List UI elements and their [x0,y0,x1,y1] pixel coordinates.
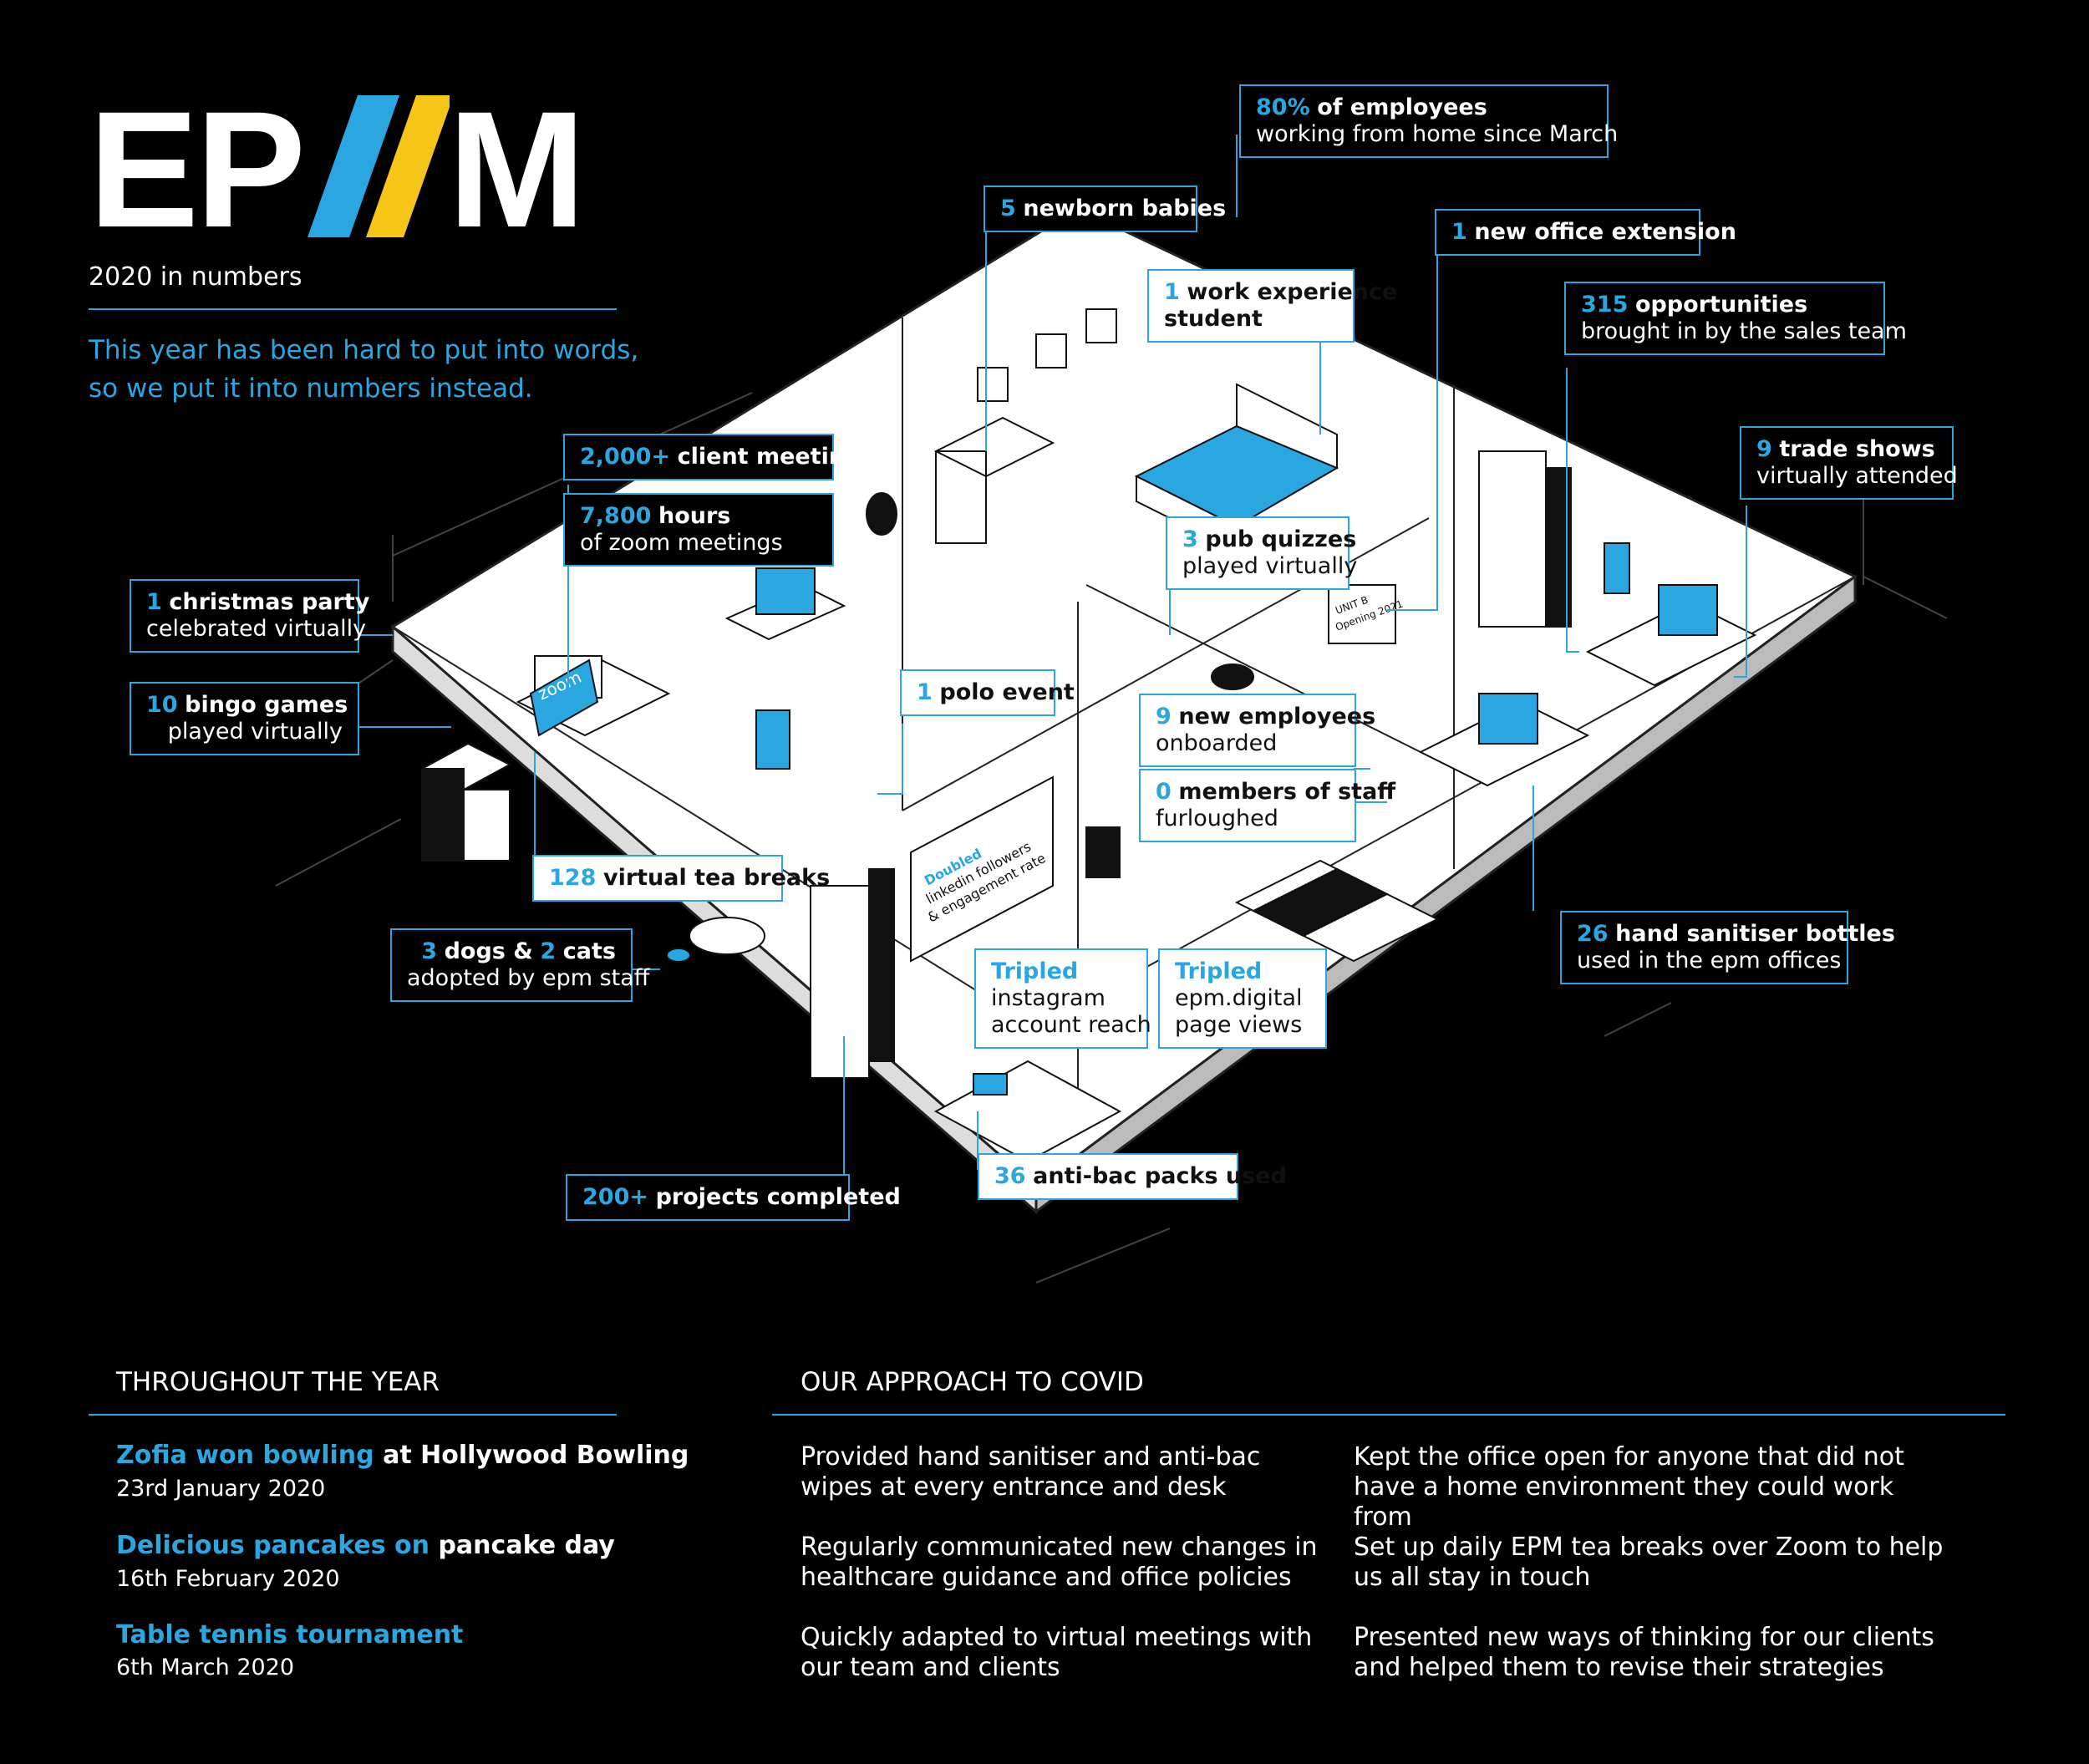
tagline: This year has been hard to put into word… [89,331,638,408]
callout-employees-home: 80% of employees working from home since… [1239,84,1618,158]
tagline-line1: This year has been hard to put into word… [89,335,639,365]
callout-antibac: 36 anti-bac packs used [978,1153,1287,1200]
callout-christmas: 1 christmas party celebrated virtually [130,579,369,653]
covid-item: Presented new ways of thinking for our c… [1354,1623,1934,1682]
event-3-title: Table tennis tournament [116,1620,464,1650]
page-subtitle: 2020 in numbers [89,262,302,292]
covid-item: Kept the office open for anyone that did… [1354,1442,1904,1532]
logo-ep: EP [89,77,306,262]
callout-sanitiser: 26 hand sanitiser bottles used in the ep… [1560,911,1895,984]
callout-tea-breaks: 128 virtual tea breaks [532,855,830,902]
callout-trade-shows: 9 trade shows virtually attended [1740,426,1958,500]
callout-projects: 200+ projects completed [566,1174,901,1221]
event-1-title: Zofia won bowling at Hollywood Bowling [116,1441,689,1470]
callout-instagram: Tripled instagram account reach [974,948,1151,1049]
callout-pub-quizzes: 3 pub quizzes played virtually [1166,516,1357,590]
throughout-title: THROUGHOUT THE YEAR [116,1367,440,1397]
callout-opportunities: 315 opportunities brought in by the sale… [1564,282,1907,355]
epm-logo: EP M [89,77,623,262]
callout-bingo: 10 bingo games played virtually [130,682,359,755]
covid-item: Set up daily EPM tea breaks over Zoom to… [1354,1533,1944,1592]
event-1-date: 23rd January 2020 [116,1476,326,1502]
event-2-date: 16th February 2020 [116,1566,340,1592]
callout-zoom-hours: 7,800 hours of zoom meetings [563,493,834,567]
covid-item: Regularly communicated new changes in he… [801,1533,1318,1592]
covid-item: Provided hand sanitiser and anti-bac wip… [801,1442,1261,1502]
callout-new-employees: 9 new employees onboarded [1139,694,1375,767]
event-2-title: Delicious pancakes on pancake day [116,1531,615,1560]
floor-edge-right [1034,574,1857,1214]
tagline-line2: so we put it into numbers instead. [89,374,533,404]
callout-furloughed: 0 members of staff furloughed [1139,769,1395,842]
callout-newborn: 5 newborn babies [984,186,1226,232]
callout-page-views: Tripled epm.digital page views [1158,948,1327,1049]
covid-divider [772,1414,2005,1416]
callout-polo: 1 polo event [900,669,1075,716]
covid-title: OUR APPROACH TO COVID [801,1367,1144,1397]
header-divider [89,308,617,310]
event-3-date: 6th March 2020 [116,1655,295,1680]
callout-pets: 3 dogs & 2 cats adopted by epm staff [390,928,649,1002]
covid-item: Quickly adapted to virtual meetings with… [801,1623,1313,1682]
callout-work-experience: 1 work experience student [1147,269,1397,343]
logo-slashes-icon [308,95,450,237]
throughout-divider [89,1414,617,1416]
logo-m: M [448,77,586,262]
callout-client-meetings: 2,000+ client meetings [563,434,875,480]
callout-office-extension: 1 new office extension [1435,209,1736,256]
